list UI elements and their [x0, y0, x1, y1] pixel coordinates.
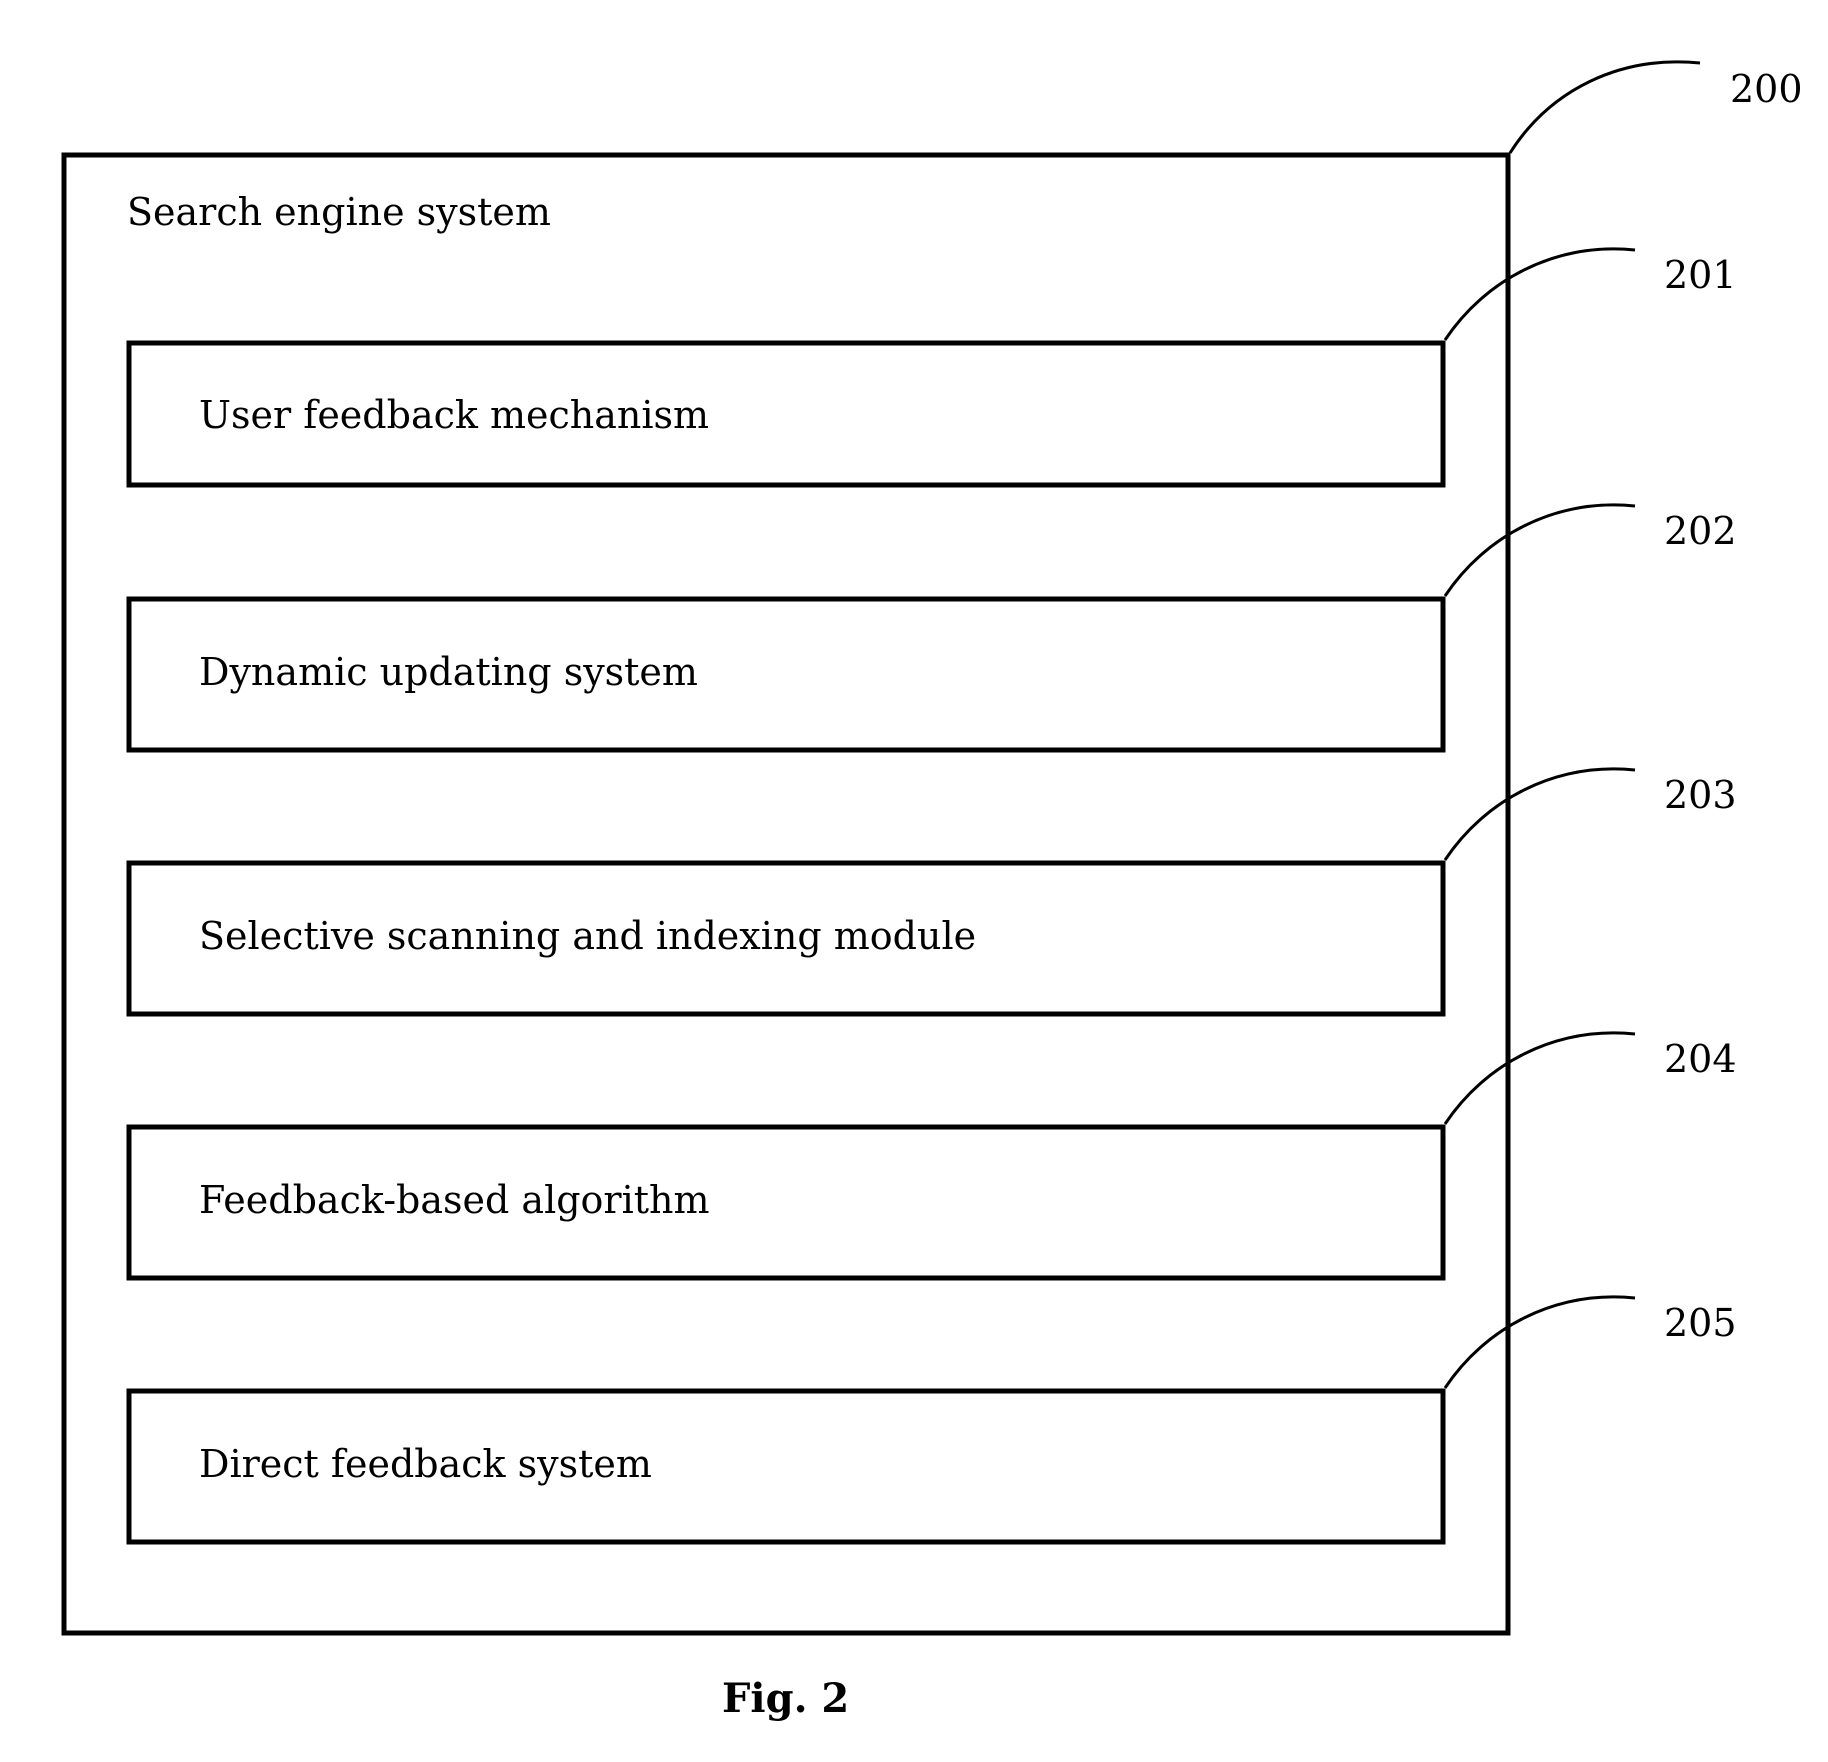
module-leader-line-202 — [1443, 503, 1636, 597]
module-box-205 — [126, 1388, 1446, 1545]
module-leader-line-201 — [1443, 247, 1636, 341]
system-title: Search engine system — [127, 190, 551, 234]
system-leader-line — [1508, 60, 1701, 154]
module-ref-204: 204 — [1664, 1037, 1737, 1081]
figure-caption: Fig. 2 — [722, 1675, 850, 1722]
module-box-204 — [126, 1124, 1446, 1281]
system-ref-number: 200 — [1730, 67, 1803, 111]
module-box-203 — [126, 860, 1446, 1017]
system-box — [61, 152, 1511, 1636]
module-ref-201: 201 — [1664, 253, 1737, 297]
module-leader-line-205 — [1443, 1295, 1636, 1389]
module-box-202 — [126, 596, 1446, 753]
module-leader-line-204 — [1443, 1031, 1636, 1125]
module-ref-205: 205 — [1664, 1301, 1737, 1345]
module-label-202: Dynamic updating system — [199, 650, 698, 694]
module-leader-line-203 — [1443, 767, 1636, 861]
module-label-203: Selective scanning and indexing module — [199, 914, 977, 958]
module-box-201 — [126, 340, 1446, 488]
module-ref-202: 202 — [1664, 509, 1737, 553]
module-label-201: User feedback mechanism — [199, 393, 710, 437]
module-label-205: Direct feedback system — [199, 1442, 652, 1486]
module-label-204: Feedback-based algorithm — [199, 1178, 710, 1222]
module-ref-203: 203 — [1664, 773, 1737, 817]
